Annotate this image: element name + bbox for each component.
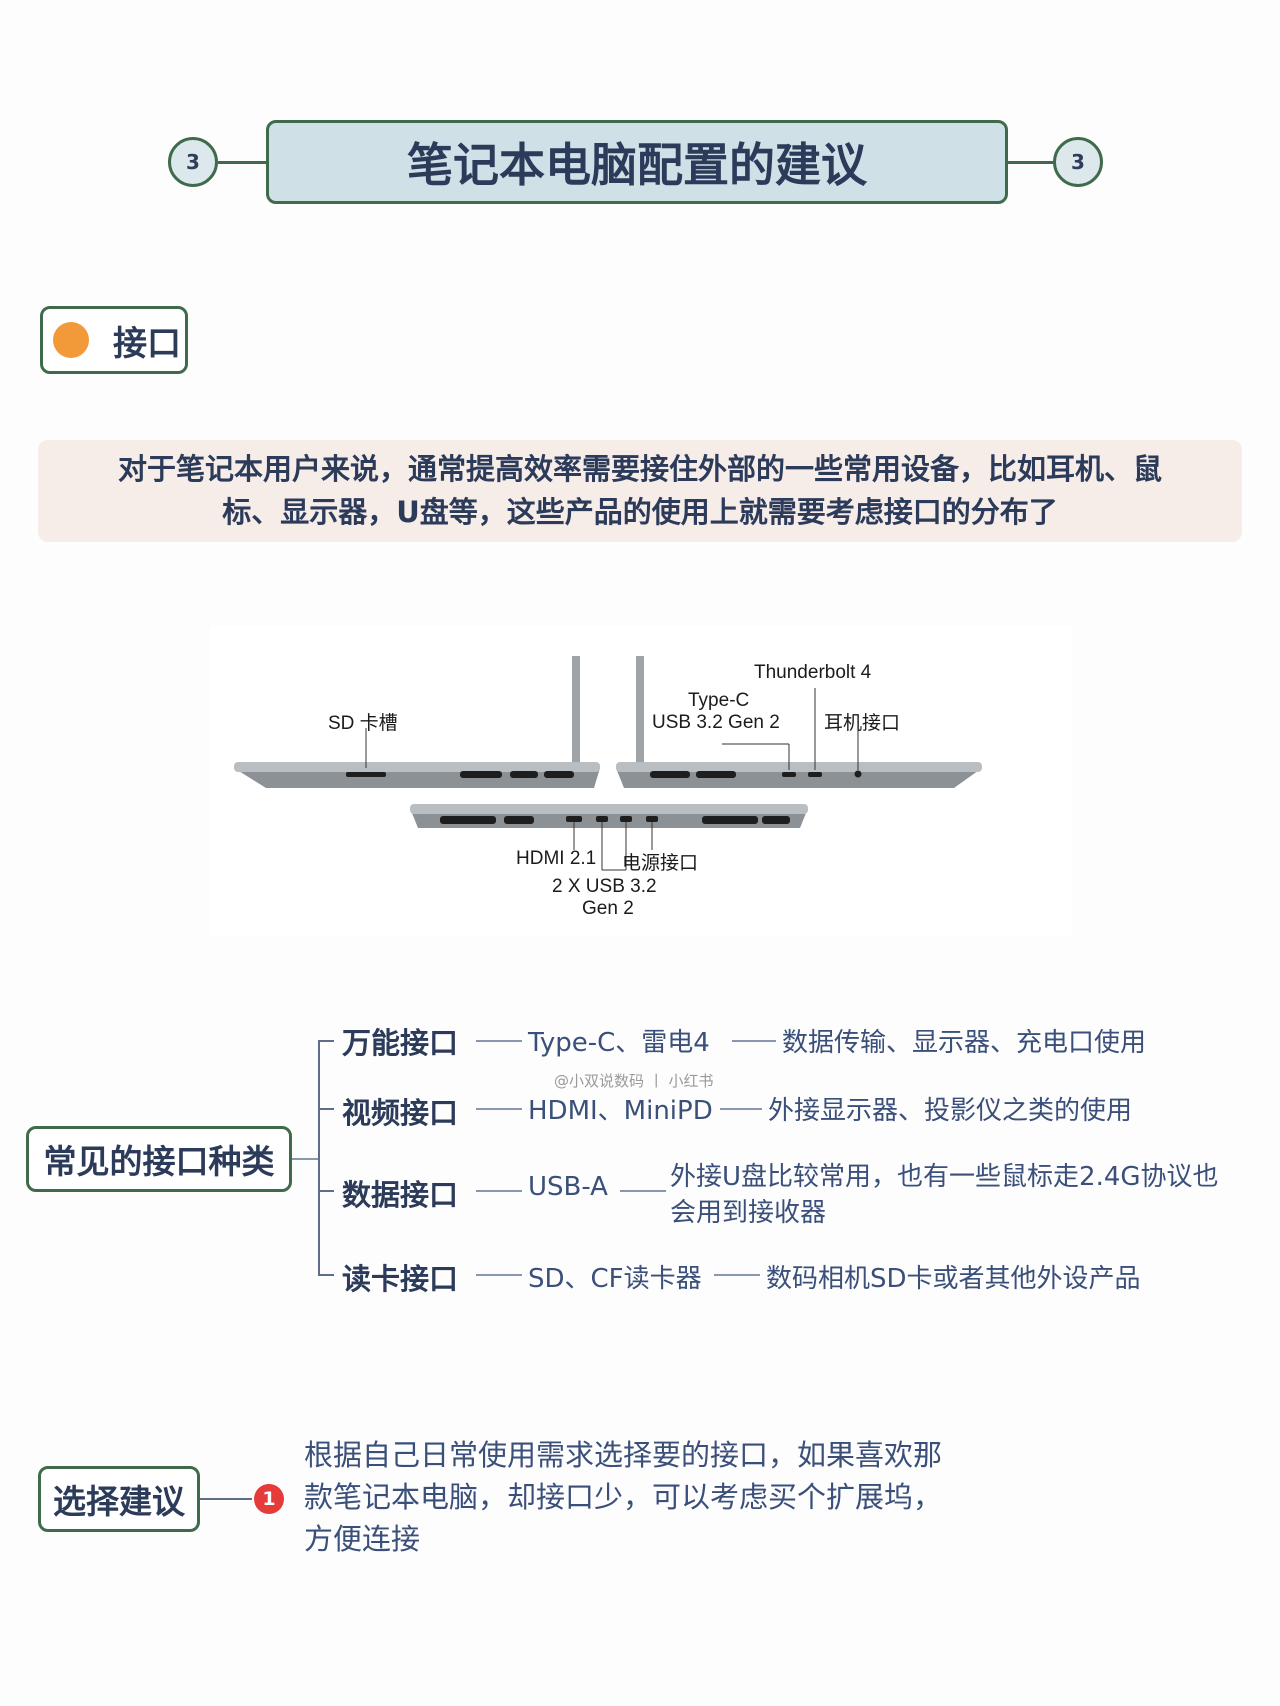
header-connector-right xyxy=(1008,161,1056,164)
branch-connector xyxy=(476,1108,522,1110)
branch-connector xyxy=(476,1274,522,1276)
label-power: 电源接口 xyxy=(622,853,699,874)
branch-use: 数据传输、显示器、充电口使用 xyxy=(782,1028,1147,1058)
branch-connector xyxy=(732,1040,776,1042)
label-thunderbolt: Thunderbolt 4 xyxy=(754,662,872,683)
laptop-ports-image: SD 卡槽 Thunderbolt 4 Type-C USB 3.2 Gen 2… xyxy=(210,626,1072,936)
label-typec: Type-C xyxy=(688,690,750,711)
branch-name: 万能接口 xyxy=(342,1026,459,1060)
branch-tick xyxy=(318,1274,334,1276)
watermark: @小双说数码 丨 小红书 xyxy=(554,1072,714,1090)
branch-tick xyxy=(318,1108,334,1110)
suggestion-text: 根据自己日常使用需求选择要的接口，如果喜欢那 款笔记本电脑，却接口少，可以考虑买… xyxy=(304,1434,1044,1560)
branch-tick xyxy=(318,1040,334,1042)
root-connector xyxy=(292,1158,318,1160)
orange-dot-icon xyxy=(53,322,89,358)
suggestion-line-2: 款笔记本电脑，却接口少，可以考虑买个扩展坞， xyxy=(304,1480,943,1514)
branch-connector xyxy=(620,1190,666,1192)
branch-connector xyxy=(476,1040,522,1042)
branch-use-line1: 外接U盘比较常用，也有一些鼠标走2.4G协议也 xyxy=(670,1162,1219,1192)
branch-use-line2: 会用到接收器 xyxy=(670,1198,827,1228)
branch-tick xyxy=(318,1190,334,1192)
branch-name: 数据接口 xyxy=(342,1178,459,1212)
label-usb-line2: Gen 2 xyxy=(582,898,634,919)
mindmap-root: 常见的接口种类 xyxy=(26,1126,292,1192)
mindmap-bracket xyxy=(318,1040,320,1276)
label-hdmi: HDMI 2.1 xyxy=(516,848,597,869)
suggestion-line-1: 根据自己日常使用需求选择要的接口，如果喜欢那 xyxy=(304,1438,943,1472)
branch-name: 读卡接口 xyxy=(342,1262,459,1296)
label-sd-slot: SD 卡槽 xyxy=(328,713,398,734)
suggestion-number-badge: 1 xyxy=(254,1484,284,1514)
branch-type: SD、CF读卡器 xyxy=(528,1264,702,1294)
suggestion-line-3: 方便连接 xyxy=(304,1522,421,1556)
header-number-right: 3 xyxy=(1053,137,1103,187)
branch-type: HDMI、MiniPD xyxy=(528,1096,713,1126)
branch-type: USB-A xyxy=(528,1172,608,1202)
intro-line-1: 对于笔记本用户来说，通常提高效率需要接住外部的一些常用设备，比如耳机、鼠 xyxy=(117,452,1162,486)
intro-paragraph: 对于笔记本用户来说，通常提高效率需要接住外部的一些常用设备，比如耳机、鼠 标、显… xyxy=(38,440,1242,542)
branch-type: Type-C、雷电4 xyxy=(528,1028,710,1058)
header-connector-left xyxy=(218,161,266,164)
suggestion-label: 选择建议 xyxy=(38,1466,200,1532)
section-badge: 接口 xyxy=(40,306,188,374)
label-headphone: 耳机接口 xyxy=(824,713,901,734)
branch-connector xyxy=(714,1274,760,1276)
section-label: 接口 xyxy=(113,323,181,364)
header-number-left: 3 xyxy=(168,137,218,187)
branch-use: 数码相机SD卡或者其他外设产品 xyxy=(766,1264,1141,1294)
suggestion-connector xyxy=(200,1498,252,1500)
label-usb32gen2: USB 3.2 Gen 2 xyxy=(652,712,780,733)
page-title: 笔记本电脑配置的建议 xyxy=(266,120,1008,204)
branch-connector xyxy=(476,1190,522,1192)
intro-line-2: 标、显示器，U盘等，这些产品的使用上就需要考虑接口的分布了 xyxy=(222,495,1058,529)
branch-name: 视频接口 xyxy=(342,1096,459,1130)
laptop-illustration xyxy=(234,656,982,871)
branch-use: 外接显示器、投影仪之类的使用 xyxy=(768,1096,1133,1126)
branch-connector xyxy=(720,1108,762,1110)
label-usb-line1: 2 X USB 3.2 xyxy=(552,876,657,897)
